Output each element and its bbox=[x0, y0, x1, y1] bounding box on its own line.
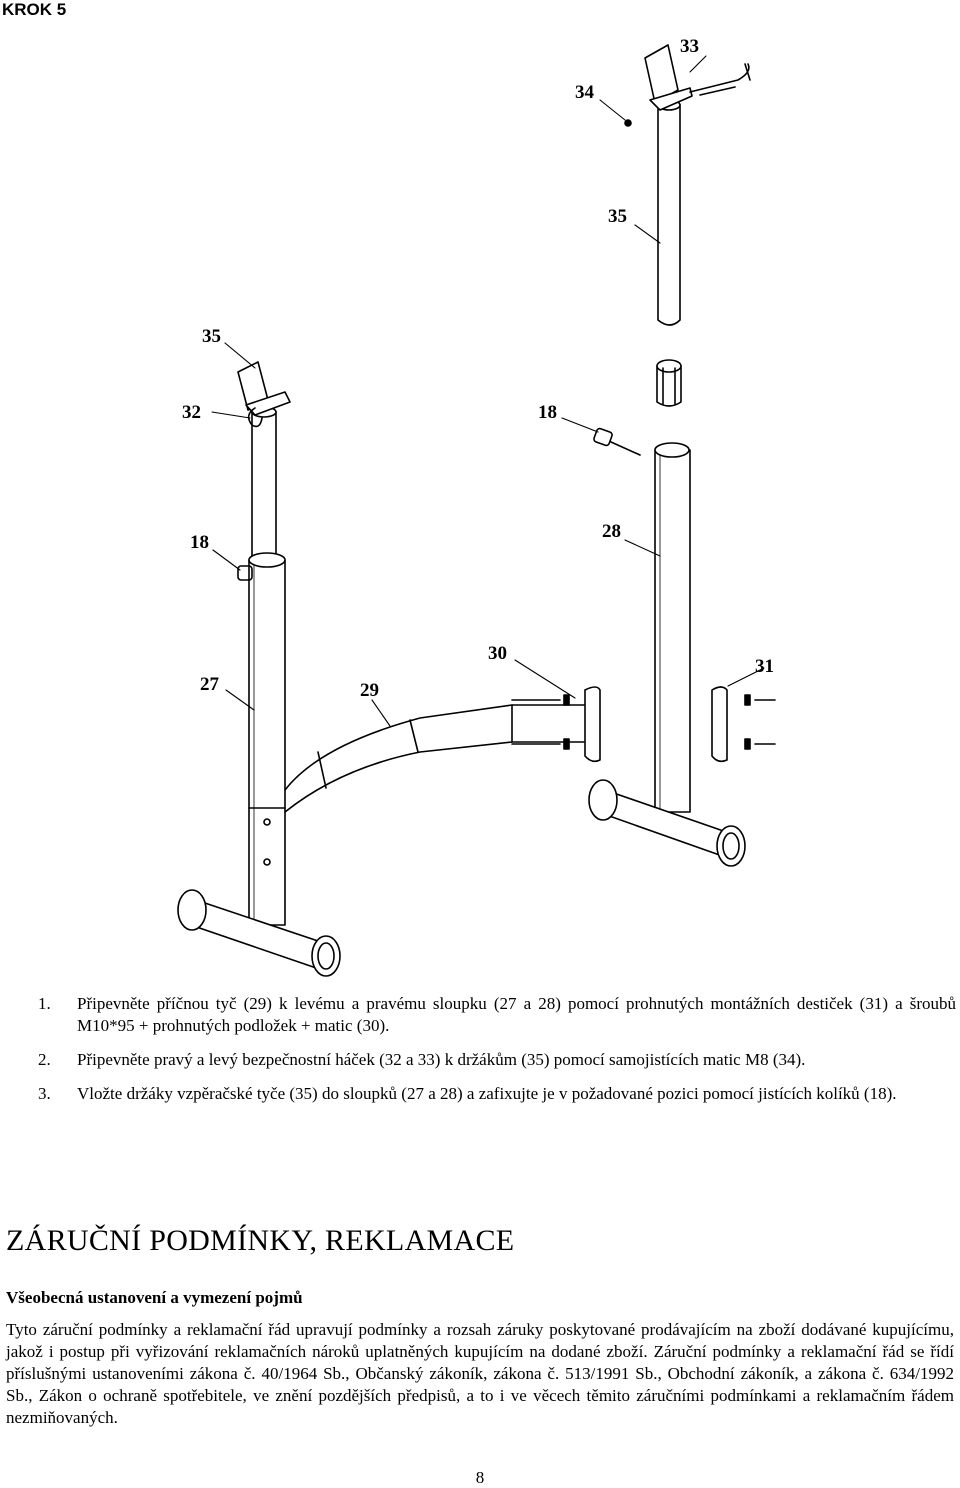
callout-27: 27 bbox=[200, 674, 220, 695]
callout-34: 34 bbox=[575, 82, 595, 103]
instruction-item: 2. Připevněte pravý a levý bezpečnostní … bbox=[0, 1049, 960, 1071]
page-number: 8 bbox=[475, 1468, 485, 1487]
callout-32: 32 bbox=[182, 402, 201, 423]
assembly-instructions: 1. Připevněte příčnou tyč (29) k levému … bbox=[0, 993, 960, 1117]
instruction-number: 1. bbox=[38, 994, 51, 1013]
right-holder-tube bbox=[657, 99, 681, 326]
mounting-plate-right bbox=[711, 686, 728, 763]
assembly-diagram: 33 34 35 35 32 18 18 28 27 29 30 31 bbox=[177, 36, 776, 977]
callout-35-right: 35 bbox=[608, 206, 627, 227]
callout-18-left: 18 bbox=[190, 532, 209, 553]
callout-28: 28 bbox=[602, 521, 621, 542]
callout-29: 29 bbox=[360, 680, 379, 701]
left-base-foot bbox=[177, 889, 341, 977]
right-pin bbox=[593, 427, 641, 456]
callout-18-right: 18 bbox=[538, 402, 557, 423]
instruction-text: Připevněte pravý a levý bezpečnostní háč… bbox=[77, 1050, 806, 1069]
callout-30: 30 bbox=[488, 643, 507, 664]
instruction-number: 2. bbox=[38, 1050, 51, 1069]
instruction-text: Vložte držáky vzpěračské tyče (35) do sl… bbox=[77, 1084, 897, 1103]
warranty-heading: ZÁRUČNÍ PODMÍNKY, REKLAMACE bbox=[6, 1224, 515, 1257]
right-bushing bbox=[656, 359, 682, 407]
left-safety-hook bbox=[237, 361, 291, 428]
callout-33: 33 bbox=[680, 36, 699, 57]
callout-35-left: 35 bbox=[202, 326, 221, 347]
left-holder-tube bbox=[251, 406, 277, 561]
step-title: KROK 5 bbox=[2, 0, 67, 19]
callout-31: 31 bbox=[755, 656, 774, 677]
warranty-subheading: Všeobecná ustanovení a vymezení pojmů bbox=[6, 1288, 303, 1307]
callout-leaders bbox=[211, 55, 765, 727]
left-pin bbox=[237, 565, 253, 581]
warranty-paragraph: Tyto záruční podmínky a reklamační řád u… bbox=[6, 1320, 954, 1427]
instruction-number: 3. bbox=[38, 1084, 51, 1103]
left-upright bbox=[248, 552, 286, 926]
bolts-and-nuts bbox=[511, 694, 776, 750]
right-safety-hook bbox=[644, 44, 751, 111]
mounting-plate-left bbox=[584, 686, 601, 763]
instruction-text: Připevněte příčnou tyč (29) k levému a p… bbox=[77, 994, 956, 1035]
nut-icon bbox=[624, 119, 632, 127]
cross-bar bbox=[284, 704, 585, 813]
instruction-item: 1. Připevněte příčnou tyč (29) k levému … bbox=[0, 993, 960, 1037]
right-base-foot bbox=[588, 779, 746, 867]
right-upright bbox=[654, 442, 691, 813]
instruction-item: 3. Vložte držáky vzpěračské tyče (35) do… bbox=[0, 1083, 960, 1105]
